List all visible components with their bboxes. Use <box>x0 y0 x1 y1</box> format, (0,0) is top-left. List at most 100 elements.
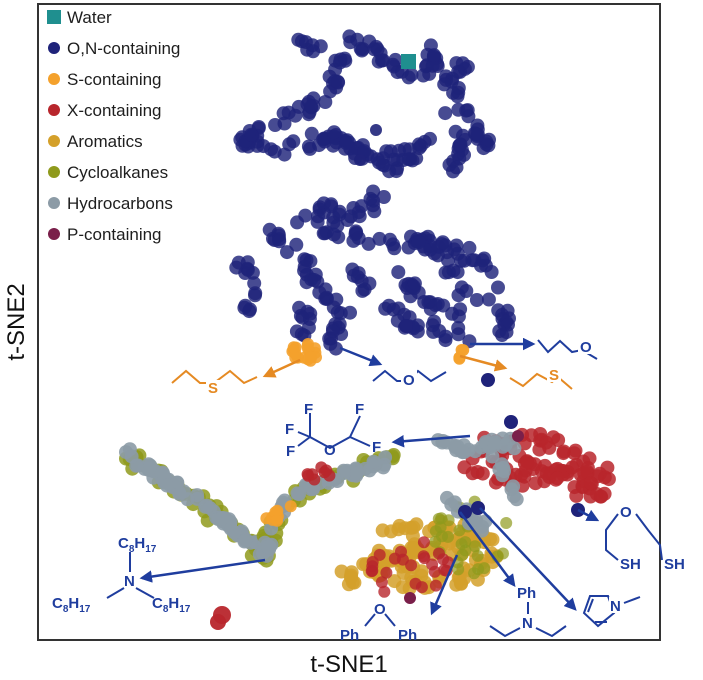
scatter-point-381 <box>248 286 263 301</box>
scatter-point-664 <box>320 464 333 477</box>
scatter-point-951 <box>471 549 484 562</box>
scatter-point-335 <box>451 288 466 303</box>
scatter-point-559 <box>214 511 229 526</box>
scatter-point-656 <box>271 514 284 527</box>
fluoro-f1: F <box>304 401 313 418</box>
legend-marker-x <box>48 104 60 116</box>
scatter-point-721 <box>470 465 485 479</box>
scatter-point-800 <box>492 462 507 477</box>
fluoro-ether-structure: F F F O F F <box>285 401 381 460</box>
scatter-point-432 <box>305 351 318 364</box>
scatter-point-357 <box>426 324 441 339</box>
scatter-point-316 <box>445 306 460 321</box>
scatter-point-980 <box>405 559 418 572</box>
scatter-point-12 <box>318 95 333 109</box>
scatter-point-102 <box>451 102 466 117</box>
scatter-point-944 <box>497 547 509 560</box>
scatter-point-909 <box>407 545 422 560</box>
scatter-point-398 <box>481 292 496 307</box>
scatter-point-243 <box>328 341 343 356</box>
scatter-point-43 <box>328 53 343 68</box>
scatter-point-758 <box>580 464 595 479</box>
scatter-point-560 <box>143 458 158 473</box>
fluoro-o: O <box>324 442 336 459</box>
scatter-point-245 <box>330 305 345 320</box>
arrow-fluoro-ether <box>391 434 471 448</box>
plot-frame <box>37 3 661 641</box>
scatter-point-720 <box>520 455 535 470</box>
scatter-point-757 <box>583 489 598 504</box>
y-axis-label: t-SNE2 <box>3 283 30 360</box>
scatter-point-850 <box>409 517 424 532</box>
scatter-point-383 <box>238 298 253 313</box>
scatter-point-130 <box>304 126 319 141</box>
scatter-point-646 <box>350 466 365 481</box>
scatter-point-356 <box>378 301 393 316</box>
scatter-point-179 <box>412 137 426 152</box>
scatter-point-942 <box>452 563 465 576</box>
scatter-point-334 <box>407 276 422 291</box>
scatter-point-923 <box>334 564 349 579</box>
scatter-point-978 <box>366 556 379 568</box>
scatter-point-177 <box>339 136 354 150</box>
scatter-point-430 <box>302 338 314 350</box>
arrow-diethyl-sulfide <box>262 358 301 378</box>
scatter-point-555 <box>159 478 174 493</box>
dpe-o: O <box>374 601 386 618</box>
scatter-point-168 <box>372 155 387 170</box>
scatter-point-799 <box>487 437 502 452</box>
scatter-point-366 <box>354 273 369 288</box>
arrow-diethyl-ether <box>339 346 383 367</box>
scatter-point-304 <box>435 235 450 250</box>
aniline-ph: Ph <box>517 585 536 602</box>
fluoro-f2: F <box>285 421 294 438</box>
scatter-point-44 <box>306 44 321 59</box>
fluoro-f4: F <box>355 401 364 418</box>
scatter-point-760 <box>592 466 607 481</box>
scatter-point-786 <box>455 445 470 460</box>
scatter-point-988 <box>440 490 454 505</box>
scatter-point-715 <box>528 476 543 491</box>
scatter-point-127 <box>379 144 394 159</box>
scatter-point-979 <box>442 556 455 569</box>
scatter-point-655 <box>271 504 284 517</box>
fluoro-f3: F <box>286 443 295 460</box>
scatter-point-992 <box>475 519 490 534</box>
scatter-point-280 <box>462 240 477 255</box>
scatter-point-436 <box>453 352 466 365</box>
scatter-point-406 <box>469 293 484 307</box>
scatter-point-78 <box>367 42 382 57</box>
scatter-point-268 <box>331 230 346 245</box>
thio-sh2: SH <box>664 556 685 573</box>
scatter-point-147 <box>264 142 278 157</box>
scatter-point-301 <box>318 226 332 241</box>
scatter-point-798 <box>506 479 521 494</box>
scatter-point-533 <box>124 449 139 464</box>
dpe-ph1: Ph <box>340 627 359 644</box>
legend-label-s: S-containing <box>67 70 162 89</box>
scatter-points <box>119 29 616 630</box>
scatter-point-338 <box>436 298 451 313</box>
scatter-point-265 <box>372 231 387 246</box>
scatter-point-761 <box>583 476 598 491</box>
arrow-methyl-sulfide <box>459 354 508 372</box>
pyrrole-n: N <box>610 598 621 615</box>
scatter-point-790 <box>509 492 524 507</box>
scatter-point-954 <box>429 525 442 538</box>
scatter-point-358 <box>427 314 442 329</box>
scatter-point-229 <box>280 245 294 260</box>
scatter-point-702 <box>568 443 583 458</box>
scatter-point-792 <box>485 449 500 464</box>
methyl-sulfide-s: S <box>549 367 559 384</box>
scatter-point-water <box>401 54 416 69</box>
scatter-point-167 <box>382 164 397 179</box>
thio-o: O <box>620 504 632 521</box>
amine-left: C8H17 <box>52 595 91 615</box>
scatter-point-76 <box>388 52 403 67</box>
scatter-point-35 <box>294 34 309 49</box>
arrow-imidazole <box>479 507 577 611</box>
thiol-ether-structure: O SH SH <box>605 504 685 573</box>
scatter-point-394 <box>301 320 316 335</box>
diethyl-sulfide-s: S <box>208 380 218 397</box>
scatter-point-212 <box>290 215 305 230</box>
